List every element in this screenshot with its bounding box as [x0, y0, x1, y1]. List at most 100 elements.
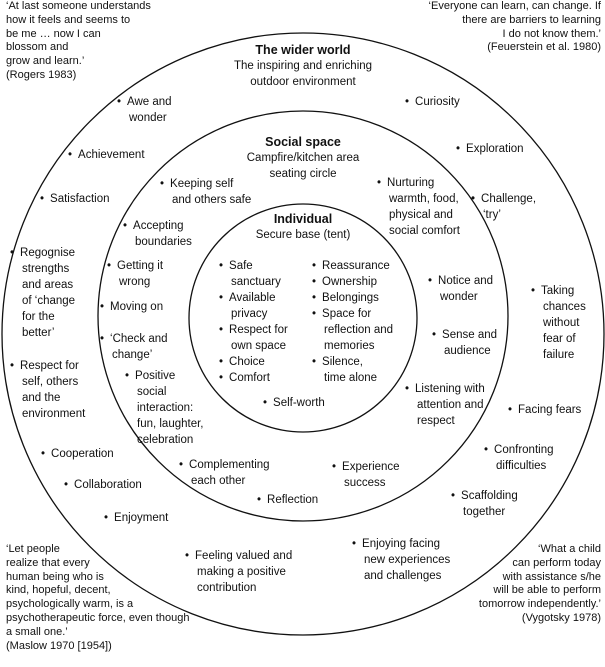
outer-ring-subtitle: outdoor environment	[250, 76, 356, 88]
middle-item-getting-it-wrong: Getting it wrong	[107, 258, 163, 290]
middle-item-listening-with-attention: Listening with attention and respect	[405, 381, 485, 429]
outer-item-curiosity: Curiosity	[405, 94, 460, 110]
item-line: Enjoying facing	[352, 536, 450, 552]
middle-circle	[97, 110, 509, 522]
quote-feuerstein: ‘Everyone can learn, can change. If ther…	[429, 0, 601, 55]
item-line: Regognise	[10, 245, 75, 261]
outer-item-respect-self-others: Respect for self, others and the environ…	[10, 358, 85, 422]
quote-vygotsky: ‘What a child can perform today with ass…	[479, 543, 601, 626]
item-line: Space for	[312, 306, 393, 322]
quote-line: blossom and	[6, 41, 69, 54]
outer-item-achievement: Achievement	[68, 147, 144, 163]
middle-item-positive-social-interaction: Positive social interaction: fun, laught…	[125, 368, 203, 448]
item-line: Comfort	[219, 370, 288, 386]
item-line: ‘try’	[483, 209, 501, 221]
outer-ring-subtitle: The inspiring and enriching	[233, 60, 373, 72]
middle-ring-subtitle: seating circle	[269, 168, 337, 180]
item-line: each other	[191, 475, 246, 487]
quote-line: I do not know them.’	[502, 27, 601, 40]
item-line: new experiences	[364, 554, 451, 566]
inner-left-list: Safe sanctuary Available privacy Respect…	[219, 258, 288, 386]
quote-citation: (Rogers 1983)	[6, 68, 77, 81]
middle-ring-title: Social space	[265, 135, 341, 149]
item-line: sanctuary	[231, 276, 281, 288]
item-line: Experience	[332, 459, 400, 475]
item-line: difficulties	[496, 460, 547, 472]
item-line: Silence,	[312, 354, 393, 370]
item-line: Exploration	[456, 141, 524, 157]
outer-item-cooperation: Cooperation	[41, 446, 114, 462]
item-line: wonder	[440, 291, 478, 303]
item-line: self, others	[22, 376, 79, 388]
item-line: warmth, food,	[389, 193, 459, 205]
item-line: privacy	[231, 308, 268, 320]
quote-citation: (Maslow 1970 [1954])	[6, 639, 112, 652]
quote-line: grow and learn.’	[6, 55, 85, 68]
item-line: contribution	[197, 582, 257, 594]
item-line: social	[137, 386, 167, 398]
item-line: Belongings	[312, 290, 393, 306]
quote-citation: (Feuerstein et al. 1980)	[487, 41, 601, 54]
outer-item-awe-and-wonder: Awe and wonder	[117, 94, 172, 126]
outer-item-facing-fears: Facing fears	[508, 402, 581, 418]
middle-item-keeping-safe: Keeping self and others safe	[160, 176, 251, 208]
item-line: wrong	[119, 276, 151, 288]
quote-line: with assistance s/he	[502, 570, 601, 583]
middle-item-complementing: Complementing each other	[179, 457, 270, 489]
quote-rogers: ‘At last someone understands how it feel…	[6, 0, 151, 83]
quote-line: can perform today	[512, 556, 601, 569]
item-line: time alone	[324, 372, 378, 384]
item-line: Achievement	[68, 147, 144, 163]
inner-circle-title: Individual	[273, 212, 333, 226]
item-line: Listening with	[405, 381, 485, 397]
inner-circle-heading: Individual Secure base (tent)	[223, 211, 383, 243]
item-line: respect	[417, 415, 455, 427]
item-line: wonder	[129, 112, 167, 124]
item-line: Reflection	[257, 492, 318, 508]
item-line: Enjoyment	[104, 510, 168, 526]
middle-item-notice-and-wonder: Notice and wonder	[428, 273, 493, 305]
item-line: chances	[543, 301, 586, 313]
quote-line: tomorrow independently.’	[478, 598, 601, 611]
item-line: Curiosity	[405, 94, 460, 110]
item-line: physical and	[389, 209, 453, 221]
outer-item-enjoyment: Enjoyment	[104, 510, 168, 526]
item-line: Awe and	[117, 94, 172, 110]
item-line: making a positive	[197, 566, 286, 578]
item-line: audience	[444, 345, 491, 357]
quote-line: ‘Let people	[6, 543, 60, 555]
middle-item-experience-success: Experience success	[332, 459, 400, 491]
item-line: boundaries	[135, 236, 192, 248]
item-line: Keeping self	[160, 176, 251, 192]
item-line: Reassurance	[312, 258, 393, 274]
quote-line: how it feels and seems to	[6, 13, 131, 26]
quote-line: ‘At last someone understands	[6, 0, 151, 12]
item-line: and others safe	[172, 194, 252, 206]
item-line: Complementing	[179, 457, 270, 473]
item-line: Scaffolding	[451, 488, 518, 504]
item-line: success	[344, 477, 386, 489]
item-line: of ‘change	[22, 295, 76, 307]
item-line: Sense and	[432, 327, 497, 343]
item-line: Cooperation	[41, 446, 114, 462]
item-line: Satisfaction	[40, 191, 109, 207]
quote-line: psychologically warm, is a	[6, 598, 134, 611]
quote-line: psychotherapeutic force, even though	[6, 611, 190, 624]
item-line: together	[463, 506, 506, 518]
middle-item-reflection: Reflection	[257, 492, 318, 508]
item-line: ‘Check and	[100, 331, 168, 347]
middle-item-accepting-boundaries: Accepting boundaries	[123, 218, 192, 250]
quote-line: be me … now I can	[6, 27, 101, 40]
outer-item-enjoying-facing: Enjoying facing new experiences and chal…	[352, 536, 450, 584]
item-line: Notice and	[428, 273, 493, 289]
outer-item-regognise-strengths: Regognise strengths and areas of ‘change…	[10, 245, 75, 341]
outer-item-collaboration: Collaboration	[64, 477, 142, 493]
item-line: fear of	[543, 333, 576, 345]
item-line: Getting it	[107, 258, 163, 274]
quote-line: there are barriers to learning	[462, 13, 601, 26]
outer-item-satisfaction: Satisfaction	[40, 191, 109, 207]
outer-ring-heading: The wider world The inspiring and enrich…	[203, 42, 403, 90]
item-line: Collaboration	[64, 477, 142, 493]
item-line: Self-worth	[263, 395, 325, 411]
